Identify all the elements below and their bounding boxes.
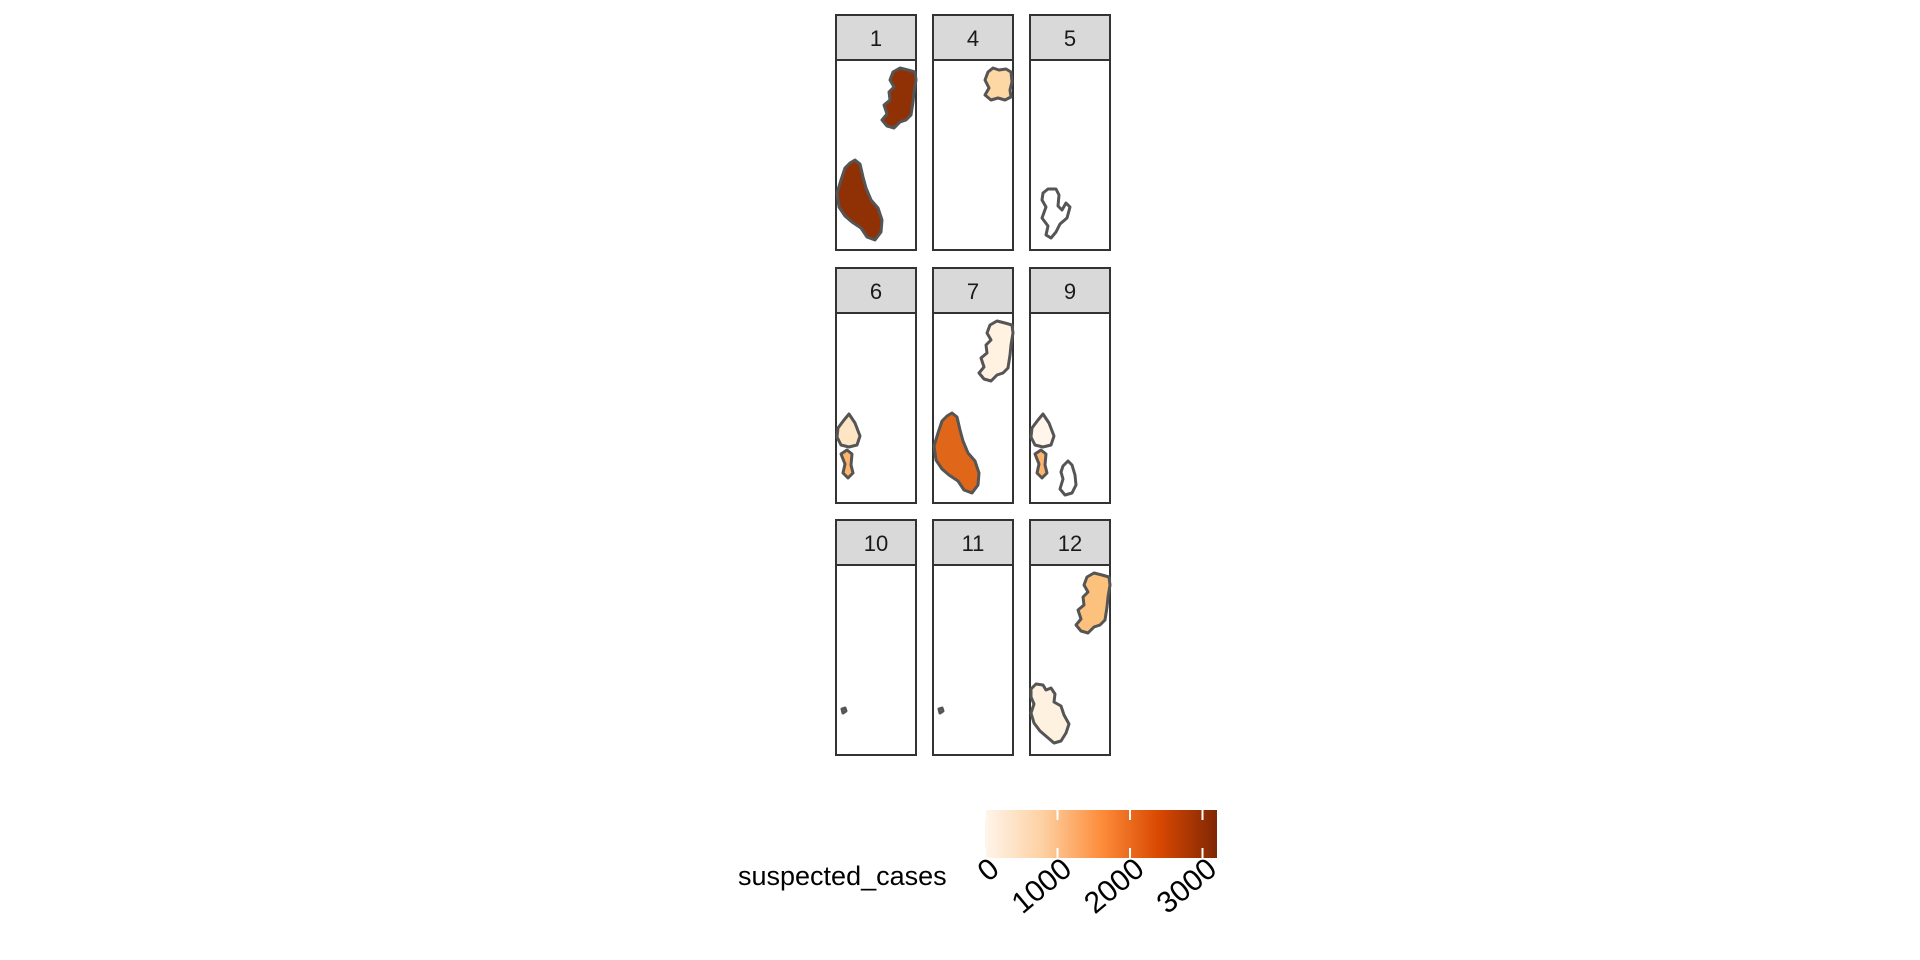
legend-tick-label: 3000 xyxy=(1151,852,1223,920)
map-region xyxy=(937,706,945,715)
facet-strip xyxy=(1029,14,1111,61)
facet-panel-6: 6 xyxy=(835,267,917,504)
facet-label: 12 xyxy=(1058,531,1082,556)
facet-strip xyxy=(932,267,1014,314)
facet-panel-4: 4 xyxy=(932,14,1014,251)
facet-panel-5: 5 xyxy=(1029,14,1111,251)
map-region xyxy=(835,412,862,449)
facet-label: 1 xyxy=(870,26,882,51)
facet-panel-1: 1 xyxy=(835,14,918,251)
map-region xyxy=(840,706,848,715)
legend-title: suspected_cases xyxy=(738,861,947,891)
map-region xyxy=(1040,187,1072,240)
facet-strip xyxy=(835,14,917,61)
facet-map-panel xyxy=(932,564,1014,756)
facet-label: 11 xyxy=(962,531,985,556)
facet-panel-9: 9 xyxy=(1029,267,1111,504)
facet-label: 10 xyxy=(864,531,888,556)
facet-panel-10: 10 xyxy=(835,519,917,756)
map-region xyxy=(932,411,981,495)
map-region xyxy=(839,448,855,480)
map-region xyxy=(977,319,1015,383)
map-region xyxy=(1029,412,1056,449)
map-region xyxy=(1033,448,1049,480)
map-region xyxy=(1029,682,1071,745)
map-region xyxy=(835,158,884,242)
map-region xyxy=(1074,571,1112,635)
facet-strip xyxy=(1029,267,1111,314)
facet-label: 9 xyxy=(1064,279,1076,304)
legend-colorbar xyxy=(985,810,1217,858)
facet-label: 5 xyxy=(1064,26,1076,51)
facet-strip xyxy=(835,519,917,566)
facet-label: 6 xyxy=(870,279,882,304)
facet-map-panel xyxy=(1029,59,1111,251)
facet-label: 7 xyxy=(967,279,979,304)
facet-grid: 1 4 5 6 7 9 10 11 12 xyxy=(835,14,1112,756)
facet-map-panel xyxy=(835,564,917,756)
facet-strip xyxy=(932,14,1014,61)
facet-strip xyxy=(932,519,1014,566)
map-region xyxy=(880,66,918,130)
map-region xyxy=(1058,459,1078,497)
facet-panel-7: 7 xyxy=(932,267,1015,504)
facet-panel-11: 11 xyxy=(932,519,1014,756)
facet-panel-12: 12 xyxy=(1029,519,1112,756)
facet-strip xyxy=(835,267,917,314)
legend-tick-label: 1000 xyxy=(1006,852,1078,920)
facet-strip xyxy=(1029,519,1111,566)
legend-tick-label: 2000 xyxy=(1078,852,1150,920)
facet-label: 4 xyxy=(967,26,979,51)
map-region xyxy=(983,66,1014,102)
